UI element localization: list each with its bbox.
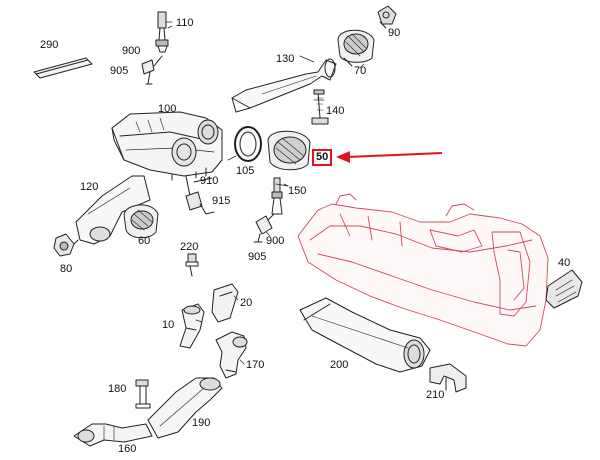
pointer-arrow-to-50: [336, 151, 443, 163]
label-part-60[interactable]: 60: [138, 235, 151, 247]
part-50-vent[interactable]: [267, 130, 311, 171]
label-part-915[interactable]: 915: [212, 195, 231, 207]
label-part-140[interactable]: 140: [326, 105, 345, 117]
label-part-170[interactable]: 170: [246, 359, 265, 371]
part-900-905-connector-top[interactable]: [141, 55, 163, 85]
part-70-vent[interactable]: [337, 29, 375, 67]
label-part-160[interactable]: 160: [118, 443, 137, 455]
part-190-duct[interactable]: [147, 377, 223, 439]
label-part-80[interactable]: 80: [60, 263, 73, 275]
label-part-180[interactable]: 180: [108, 383, 127, 395]
part-200-duct[interactable]: [299, 297, 431, 373]
label-part-190[interactable]: 190: [192, 417, 211, 429]
part-100-housing[interactable]: [111, 111, 223, 181]
part-90-clip[interactable]: [377, 5, 397, 29]
part-10-duct[interactable]: [179, 303, 205, 349]
label-part-120[interactable]: 120: [80, 181, 99, 193]
label-part-70[interactable]: 70: [354, 65, 367, 77]
label-part-130[interactable]: 130: [276, 53, 295, 65]
part-120-duct[interactable]: [75, 175, 151, 245]
label-part-90[interactable]: 90: [388, 27, 401, 39]
label-part-900-top[interactable]: 900: [122, 45, 141, 57]
part-40-module[interactable]: [545, 269, 583, 309]
part-140-screw[interactable]: [311, 89, 329, 125]
part-170-duct[interactable]: [215, 331, 248, 379]
label-part-900-bottom[interactable]: 900: [266, 235, 285, 247]
part-220-clip[interactable]: [185, 253, 199, 277]
label-part-40[interactable]: 40: [558, 257, 571, 269]
label-part-200[interactable]: 200: [330, 359, 349, 371]
part-180-clip[interactable]: [135, 379, 151, 409]
part-150-sensor[interactable]: [271, 177, 289, 215]
label-part-910[interactable]: 910: [200, 175, 219, 187]
label-part-905-bottom[interactable]: 905: [248, 251, 267, 263]
label-part-290[interactable]: 290: [40, 39, 59, 51]
label-part-905-top[interactable]: 905: [110, 65, 129, 77]
part-130-duct[interactable]: [231, 58, 337, 113]
part-60-vent[interactable]: [123, 204, 159, 239]
part-210-bracket[interactable]: [429, 363, 467, 393]
part-900-905-connector-bottom[interactable]: [253, 213, 275, 243]
label-part-110[interactable]: 110: [176, 17, 194, 29]
label-part-50-highlighted[interactable]: 50: [312, 149, 333, 166]
part-160-duct[interactable]: [73, 423, 153, 447]
label-part-20[interactable]: 20: [240, 297, 253, 309]
label-part-100[interactable]: 100: [158, 103, 177, 115]
label-part-10[interactable]: 10: [162, 319, 175, 331]
dashboard-outline: [297, 193, 549, 347]
label-part-220[interactable]: 220: [180, 241, 199, 253]
part-910-915-connector[interactable]: [185, 175, 215, 215]
label-part-210[interactable]: 210: [426, 389, 445, 401]
label-part-105[interactable]: 105: [236, 165, 255, 177]
part-80-vent[interactable]: [53, 233, 79, 257]
part-290-strip[interactable]: [33, 57, 93, 79]
part-20-clip[interactable]: [211, 283, 239, 323]
label-part-150[interactable]: 150: [288, 185, 307, 197]
leader-lines: [167, 25, 365, 365]
part-110-sensor[interactable]: [155, 11, 173, 53]
part-105-gasket[interactable]: [234, 126, 262, 162]
